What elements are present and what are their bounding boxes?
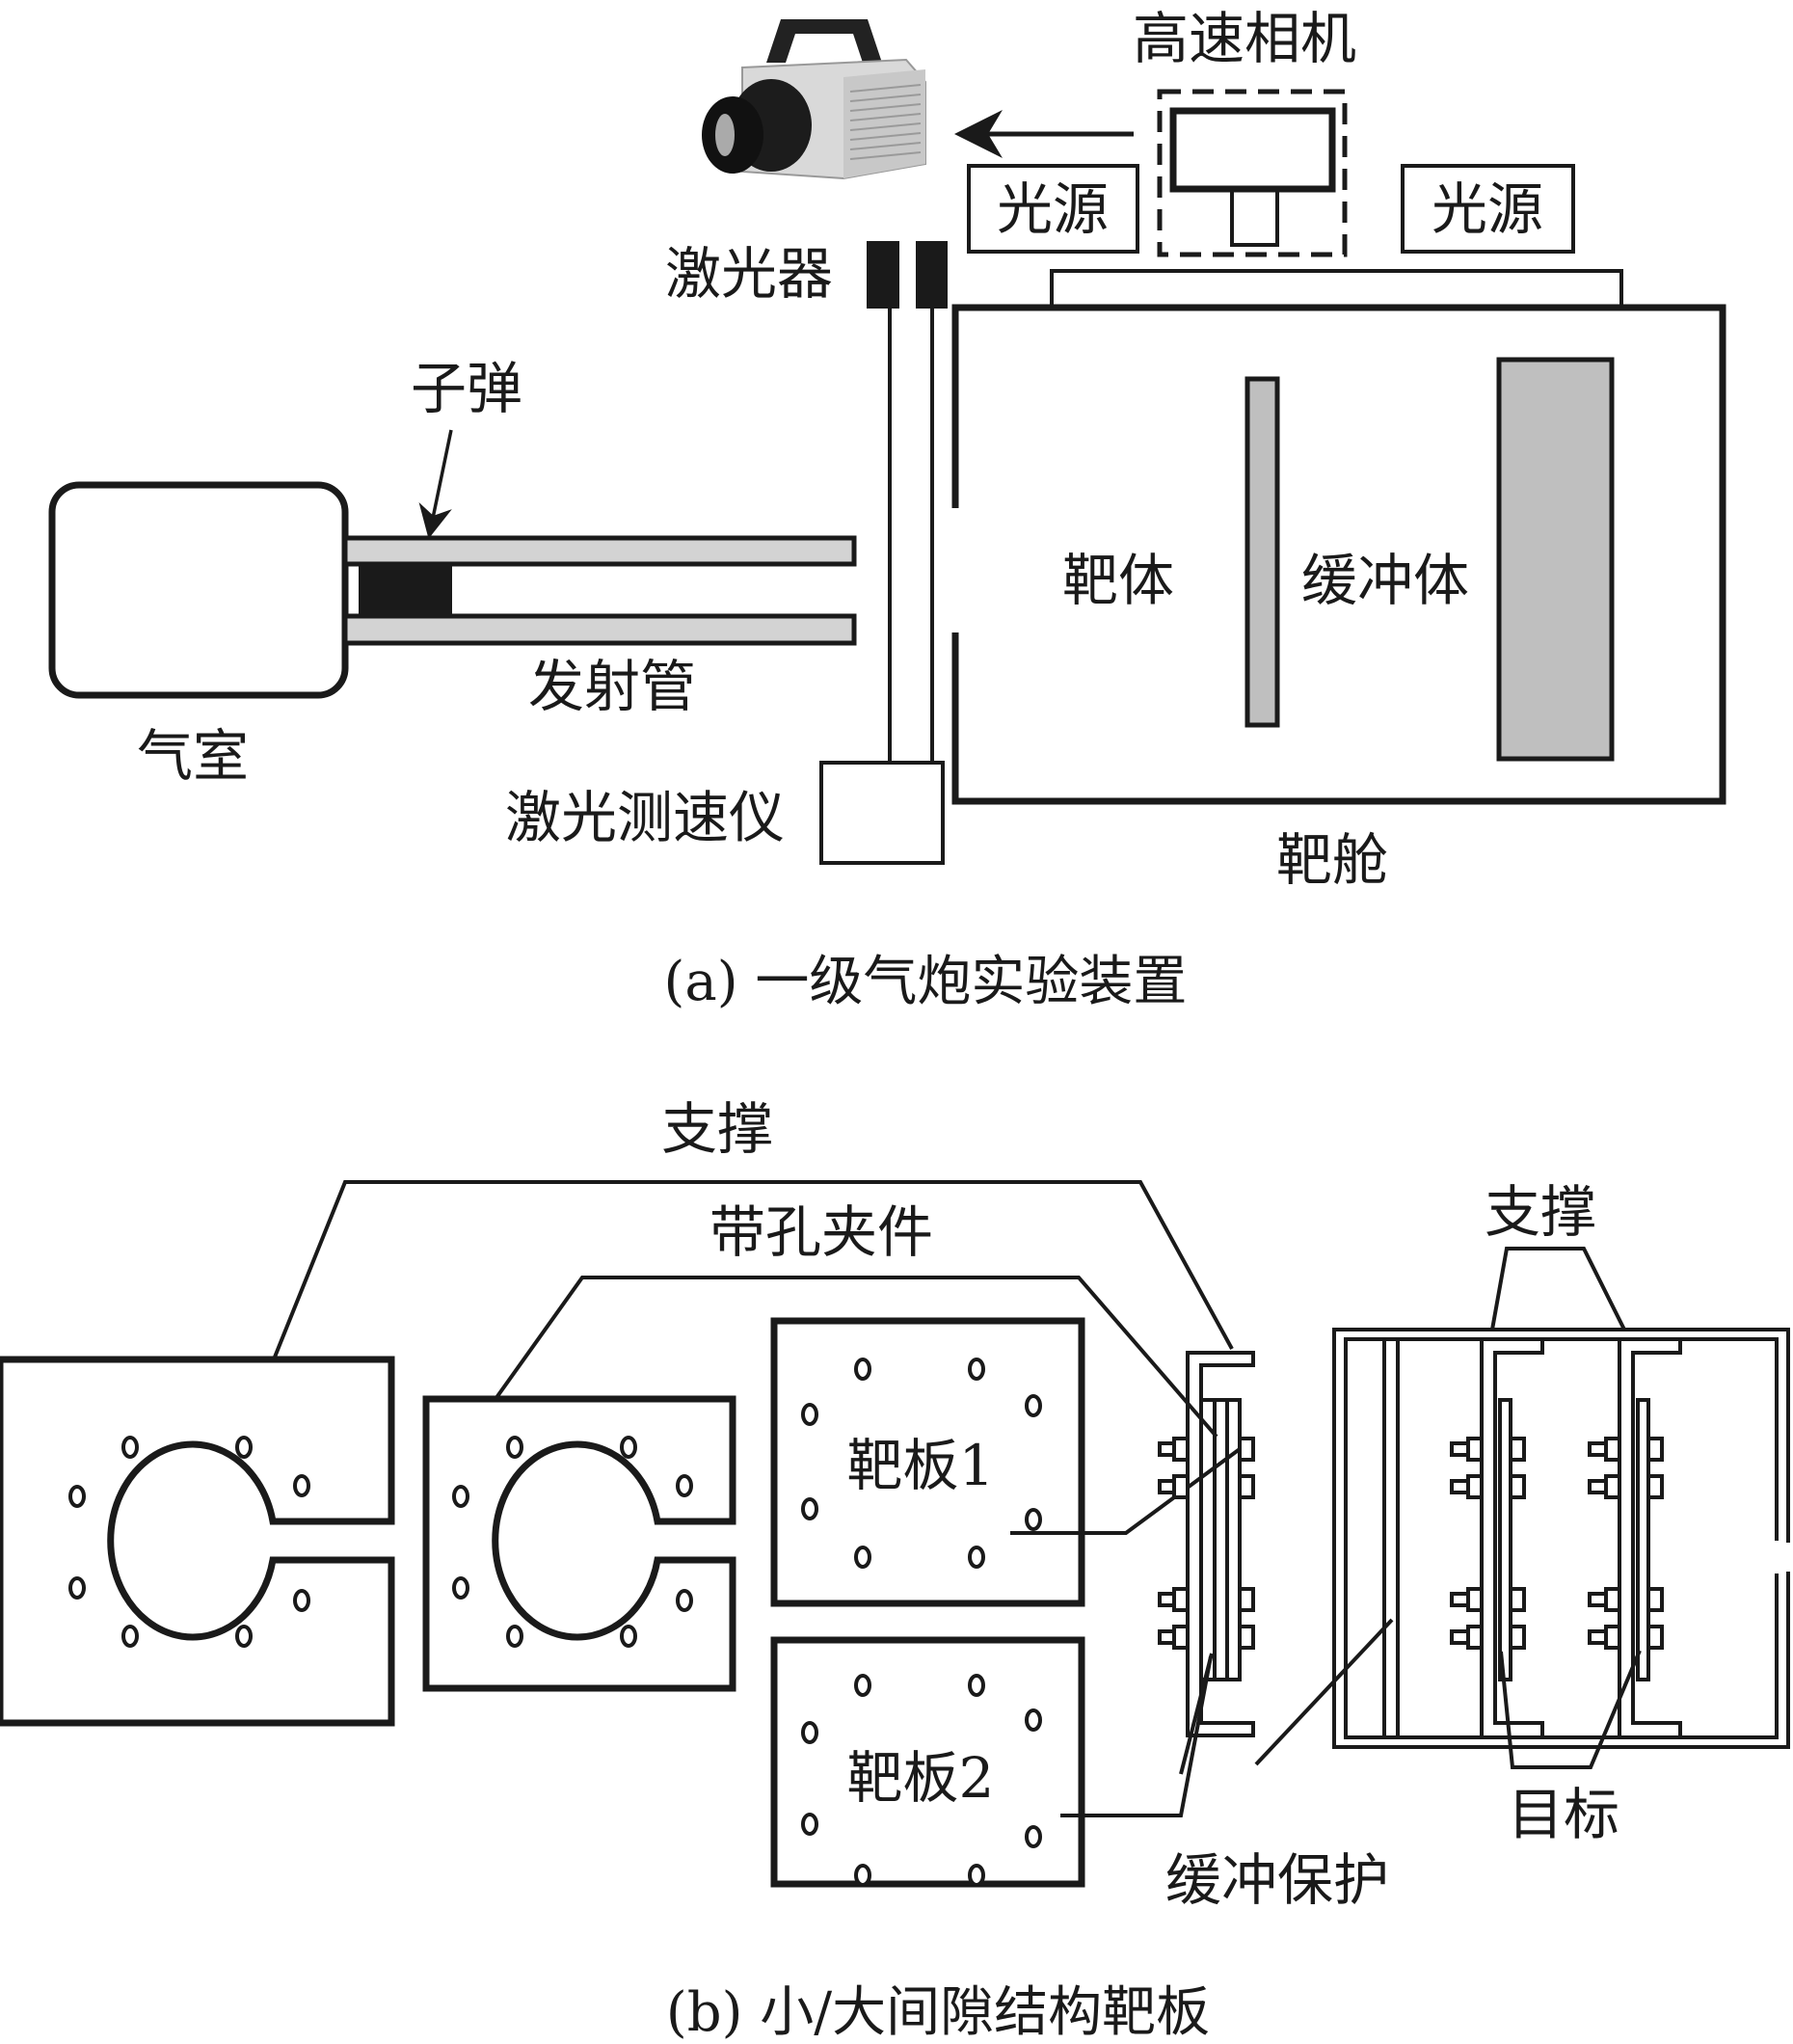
launch-tube-upper-wall [342, 535, 857, 567]
gas-chamber-box [48, 481, 349, 699]
small-gap-bolts [1158, 1437, 1255, 1650]
target-plate-1-holes [801, 1358, 1042, 1569]
clamp-plate-c-shape [422, 1395, 736, 1692]
target-plate-2 [770, 1636, 1085, 1888]
target-leader-line [1499, 1650, 1642, 1769]
chamber-top-plate [1050, 269, 1623, 310]
laser-emitter-1 [867, 241, 899, 309]
label-launch-tube: 发射管 [528, 654, 696, 719]
label-support-top: 支撑 [661, 1096, 773, 1162]
support-plate-c-shape [0, 1356, 395, 1727]
label-buffer-body: 缓冲体 [1301, 548, 1469, 613]
bullet-projectile [359, 564, 452, 616]
label-target-plate-2: 靶板2 [847, 1745, 995, 1811]
label-light-source-right: 光源 [1432, 176, 1543, 242]
large-gap-outer-frame [1332, 1328, 1790, 1749]
camera-position-dashed-box [1157, 89, 1348, 257]
small-gap-assembly [1158, 1351, 1255, 1737]
label-target-chamber: 靶舱 [1276, 827, 1388, 893]
target-plate-2-holes [801, 1674, 1042, 1887]
label-laser: 激光器 [665, 241, 833, 307]
small-gap-plate-stack [1199, 1398, 1242, 1681]
label-target: 目标 [1508, 1782, 1619, 1847]
camera-body-box [1169, 107, 1336, 193]
camera-photo-icon [702, 19, 926, 180]
large-gap-bolts [1450, 1437, 1664, 1650]
label-bullet: 子弹 [411, 356, 522, 421]
laser-emitter-2 [916, 241, 948, 309]
target-chamber-outline [951, 304, 1726, 805]
support-leader-line [272, 1180, 1234, 1360]
figure-b: 支撑 带孔夹件 [0, 1096, 1790, 2044]
clamp-bracket-1 [1493, 1339, 1544, 1737]
buffer-body-block [1496, 357, 1615, 762]
label-target-body: 靶体 [1062, 548, 1174, 613]
light-source-left-box [967, 164, 1139, 254]
light-source-right-box [1401, 164, 1575, 254]
label-gas-chamber: 气室 [137, 723, 249, 789]
clamp-plate-holes [452, 1436, 693, 1648]
laser-velocimeter-box [819, 761, 945, 865]
large-gap-assembly [1179, 1247, 1790, 1775]
bullet-arrow [418, 429, 453, 539]
camera-lens-box [1230, 187, 1279, 247]
buffer-leader-line-right [1254, 1618, 1394, 1766]
label-light-source-left: 光源 [997, 176, 1109, 242]
label-high-speed-camera: 高速相机 [1133, 6, 1356, 71]
label-buffer-protection: 缓冲保护 [1165, 1847, 1389, 1913]
figure-a: 高速相机 光源 光源 激光器 激光测速仪 靶体 缓冲体 靶舱 气室 [48, 6, 1726, 1013]
target-body-plate [1244, 376, 1280, 728]
support-right-leader-line [1490, 1247, 1626, 1331]
label-support-right: 支撑 [1485, 1179, 1596, 1245]
caption-a: (a) 一级气炮实验装置 [664, 951, 1188, 1013]
caption-b: (b) 小/大间隙结构靶板 [666, 1981, 1210, 2044]
label-perforated-clamp: 带孔夹件 [709, 1199, 933, 1265]
plate1-leader-line [1010, 1444, 1245, 1535]
label-target-plate-1: 靶板1 [847, 1433, 995, 1498]
support-plate-holes [68, 1436, 310, 1648]
buffer-leader-line-left [1179, 1653, 1214, 1775]
clamp-bracket-2 [1631, 1339, 1682, 1737]
large-gap-inner-frame [1344, 1337, 1779, 1739]
target-plate-gap-2 [1636, 1398, 1650, 1681]
launch-tube-lower-wall [342, 613, 857, 646]
target-plate-1 [770, 1317, 1085, 1607]
clamp-leader-line [494, 1276, 1218, 1439]
label-laser-velocimeter: 激光测速仪 [505, 785, 785, 850]
